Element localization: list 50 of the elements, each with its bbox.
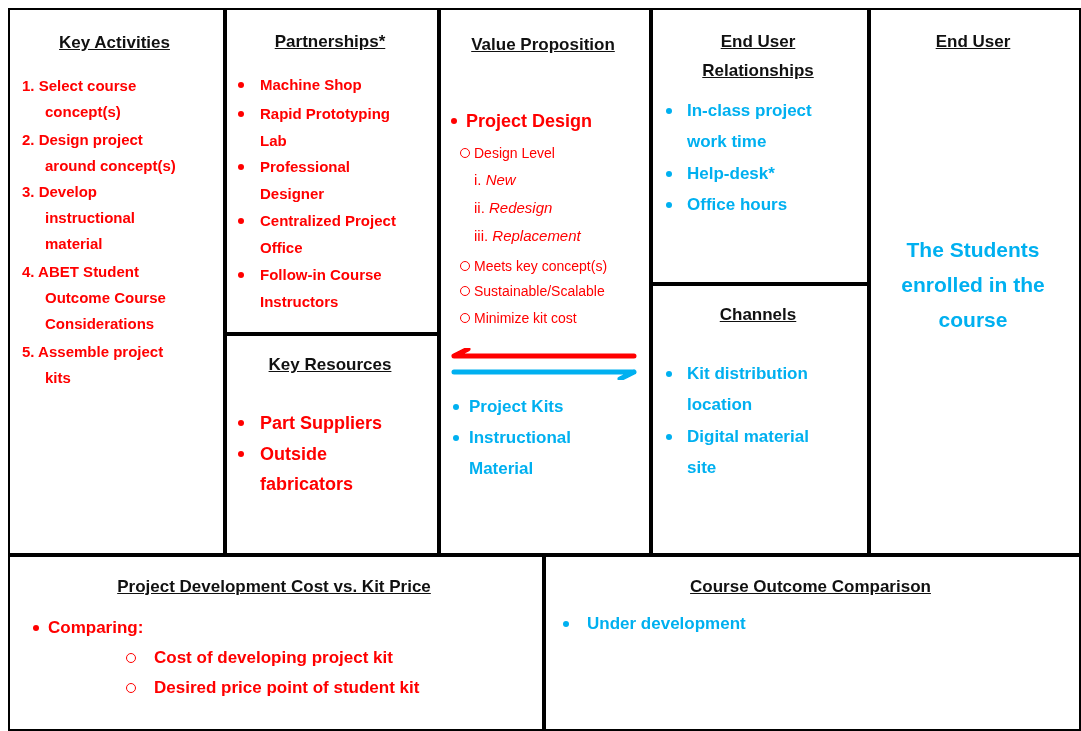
list-item: iii. Replacement [474, 226, 582, 246]
canvas-section [651, 284, 869, 555]
list-item: Desired price point of student kit [126, 673, 484, 703]
list-item: Sustainable/Scalable [460, 278, 649, 304]
canvas-section [225, 334, 439, 555]
list-item: Cost of developing project kit [126, 643, 484, 673]
list-item: 3. Develop instructional material [22, 182, 136, 254]
section-heading: End User Relationships [701, 31, 815, 82]
canvas-section [651, 8, 869, 284]
section-heading: Channels [718, 304, 798, 326]
list-item: Minimize kit cost [460, 305, 649, 331]
list-item: Rapid Prototyping Lab [238, 101, 405, 154]
list-item: Part Suppliers [238, 408, 420, 438]
list-item: 2. Design project around concept(s) [22, 130, 177, 176]
list-item: Instructional Material [453, 422, 604, 484]
canvas-section [869, 8, 1081, 555]
list-item: Help-desk* [666, 158, 837, 189]
list-item: Outside fabricators [238, 439, 420, 499]
canvas-section [439, 8, 651, 555]
list-item: Project Kits [453, 391, 604, 422]
section-heading: End User [934, 31, 1012, 53]
section-heading: Key Resources [267, 354, 393, 376]
section-heading: Project Development Cost vs. Kit Price [116, 576, 432, 598]
list-item: Professional Designer [238, 154, 405, 207]
list-item: 5. Assemble project kits [22, 342, 165, 388]
section-heading: Course Outcome Comparison [689, 576, 932, 598]
list-item: ii. Redesign [474, 198, 554, 218]
canvas-section [8, 8, 225, 555]
list-item: i. New [474, 170, 517, 190]
list-item: 1. Select course concept(s) [22, 76, 138, 122]
list-item: Digital material site [666, 421, 837, 483]
canvas-section [8, 555, 544, 731]
list-item: Machine Shop [238, 72, 405, 99]
section-heading: Partnerships* [273, 31, 387, 53]
list-item: Under development [563, 609, 887, 639]
canvas-section [544, 555, 1081, 731]
list-item: In-class project work time [666, 95, 837, 157]
list-item: Project Design [451, 108, 651, 134]
audience-text: The Students enrolled in the course [900, 237, 1046, 333]
list-item: Meets key concept(s) [460, 253, 649, 279]
list-item: Office hours [666, 189, 837, 220]
list-item: 4. ABET Student Outcome Course Considerations [22, 262, 167, 334]
list-item: Comparing: [33, 613, 348, 643]
canvas-section [225, 8, 439, 334]
list-item: Centralized Project Office [238, 208, 405, 261]
section-heading: Key Activities [58, 32, 171, 54]
section-heading: Value Proposition [470, 34, 616, 56]
list-item: Kit distribution location [666, 358, 837, 420]
list-item: Follow-in Course Instructors [238, 262, 405, 315]
list-item: Design Level [460, 140, 649, 166]
